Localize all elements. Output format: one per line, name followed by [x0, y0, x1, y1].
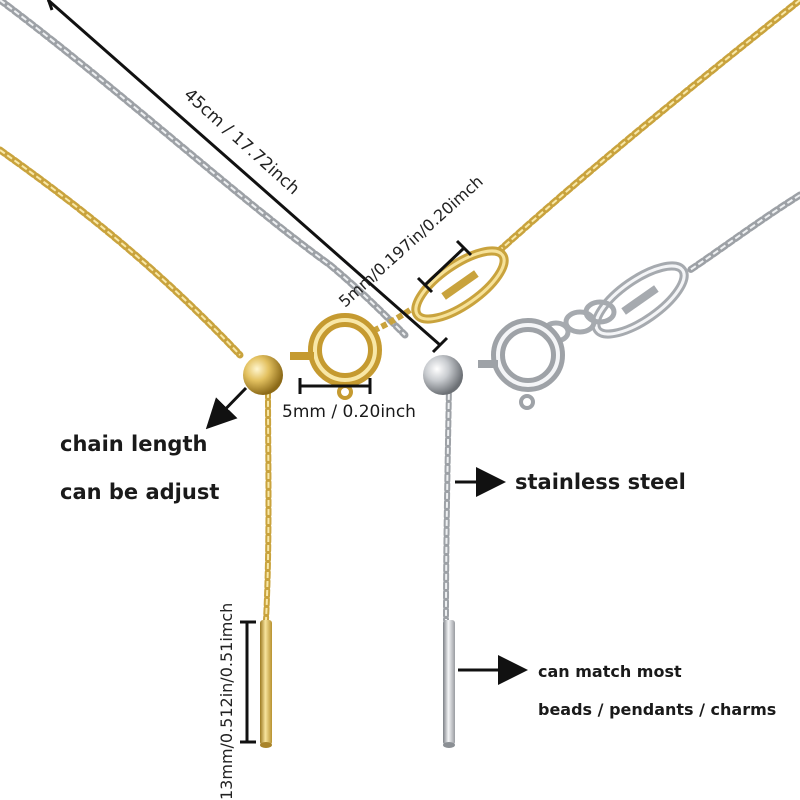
- material-label: stainless steel: [515, 470, 686, 494]
- silver-oval-link: [591, 261, 689, 339]
- match-note: can match most: [538, 662, 682, 681]
- link-size-label: 5mm/0.197in/0.20imch: [335, 172, 487, 311]
- silver-chain: [0, 0, 800, 623]
- gold-oval-link: [411, 246, 509, 324]
- pin-size-dimension-line: [240, 620, 256, 744]
- length-label: 45cm / 17.72inch: [180, 85, 304, 199]
- link-size-dimension-line: [416, 239, 473, 294]
- length-dimension-line: [46, 0, 449, 354]
- silver-pin: [443, 620, 455, 745]
- clasp-size-label: 5mm / 0.20inch: [282, 402, 416, 422]
- gold-pin: [260, 620, 272, 745]
- match-items: beads / pendants / charms: [538, 700, 777, 719]
- pin-size-label: 13mm/0.512in/0.51imch: [217, 603, 236, 800]
- gold-bead: [243, 355, 283, 395]
- chain-adjust-note: can be adjust: [60, 480, 220, 504]
- gold-spring-clasp: [290, 313, 382, 400]
- chain-length-note: chain length: [60, 432, 208, 456]
- clasp-size-dimension-line: [298, 378, 372, 394]
- silver-spring-clasp: [478, 318, 565, 410]
- silver-bead: [423, 355, 463, 395]
- gold-chain: [0, 0, 800, 623]
- arrow-icon: [205, 386, 248, 430]
